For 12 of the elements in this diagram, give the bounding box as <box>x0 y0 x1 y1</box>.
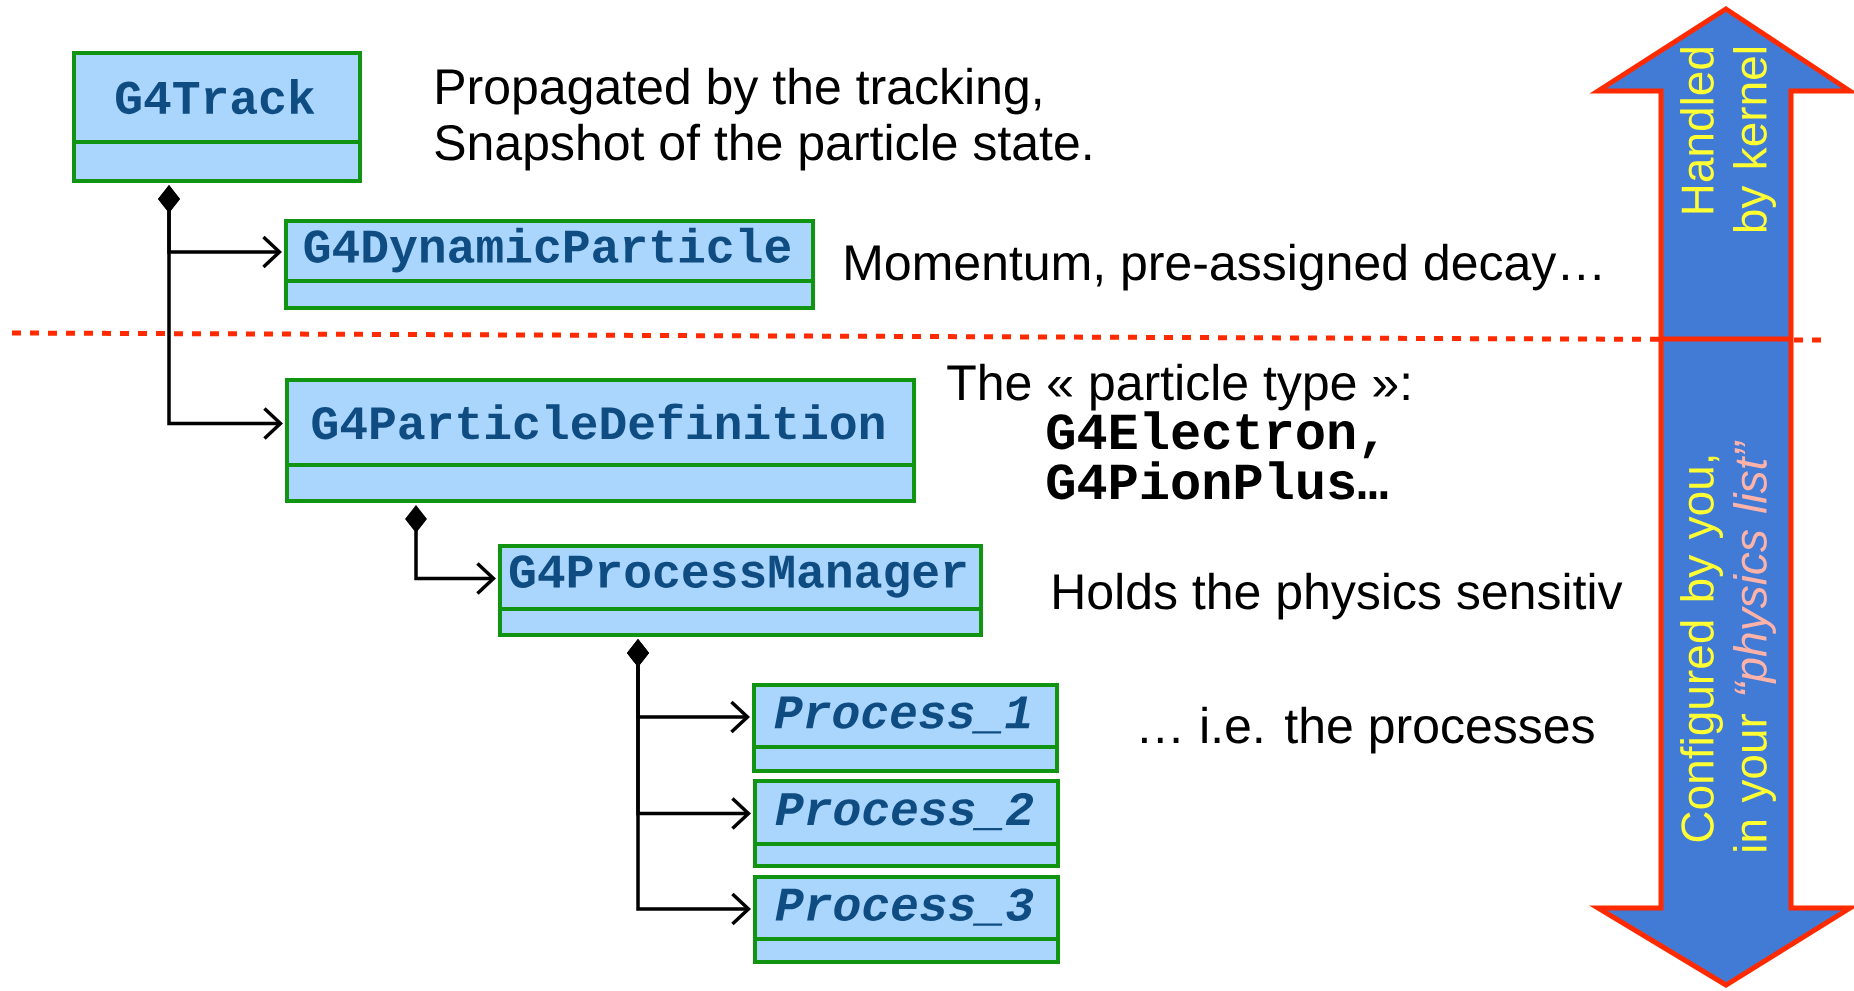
class-box: G4DynamicParticle <box>284 219 815 310</box>
description-text: G4Electron, <box>1047 411 1377 459</box>
description-text: Propagated by the tracking, <box>437 67 1041 115</box>
description-text: The « particle type »: <box>947 363 1409 411</box>
description-text: G4PionPlus… <box>1047 461 1388 500</box>
description-text: Snapshot of the particle state. <box>435 123 1091 171</box>
class-box: Process_1 <box>752 683 1059 773</box>
class-box: Process_3 <box>753 875 1060 964</box>
class-box: G4ParticleDefinition <box>285 378 916 503</box>
class-box: Process_2 <box>753 779 1060 868</box>
class-box: G4ProcessManager <box>498 544 983 637</box>
class-box: G4Track <box>72 51 362 183</box>
